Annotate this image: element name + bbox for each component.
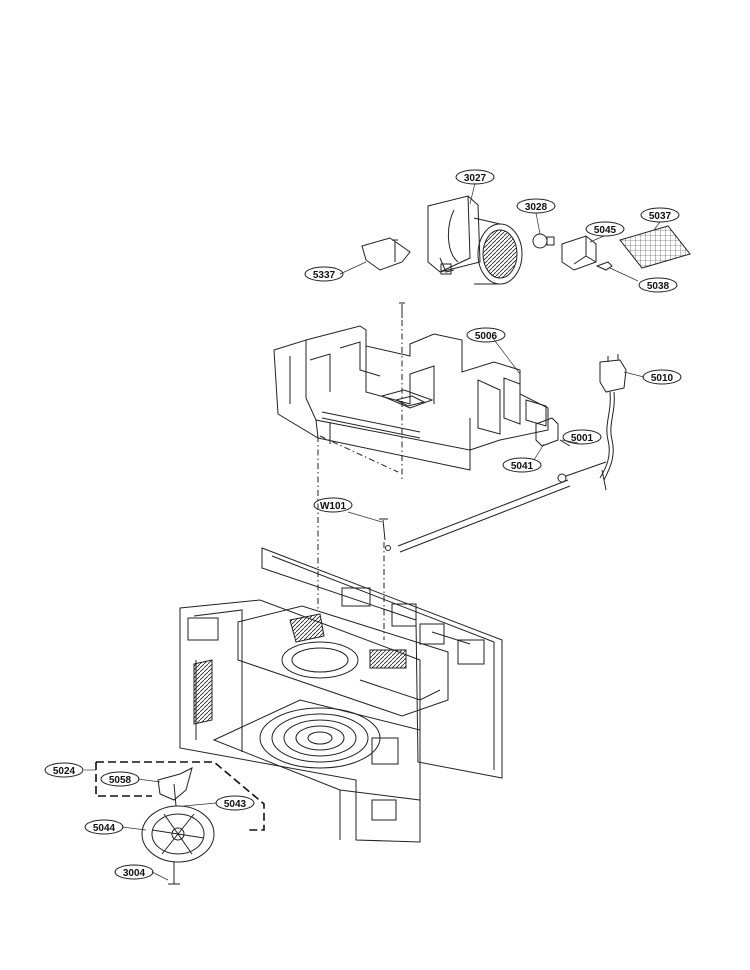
- part-label-5044: 5044: [84, 819, 124, 835]
- alignment-lines: [317, 320, 403, 640]
- part-label-5001: 5001: [562, 429, 602, 445]
- part-label-W101: W101: [313, 497, 353, 513]
- part-number: 5037: [649, 211, 672, 222]
- part-number: 5043: [224, 799, 247, 810]
- part-label-5043: 5043: [215, 795, 255, 811]
- part-label-5041: 5041: [502, 457, 542, 473]
- filter-drawing: [619, 225, 691, 269]
- part-number: 5045: [594, 225, 617, 236]
- stirrer-assembly-group: [95, 761, 265, 885]
- part-label-3028: 3028: [516, 198, 556, 214]
- part-number: 5010: [651, 373, 674, 384]
- chassis-drawing: [179, 547, 503, 843]
- part-label-5010: 5010: [642, 369, 682, 385]
- plate-drawing: [361, 237, 411, 318]
- part-number: 5041: [511, 461, 534, 472]
- part-number: 3004: [123, 868, 146, 879]
- part-number: 5024: [53, 766, 76, 777]
- part-number: 5058: [109, 775, 132, 786]
- switch-drawing: [535, 417, 571, 447]
- part-label-5038: 5038: [638, 277, 678, 293]
- blower-motor-drawing: [427, 195, 523, 285]
- part-number: 5038: [647, 281, 670, 292]
- leader-lines: [84, 182, 661, 881]
- part-label-5006: 5006: [466, 327, 506, 343]
- part-number: 3028: [525, 202, 548, 213]
- part-label-5037: 5037: [640, 207, 680, 223]
- part-label-5045: 5045: [585, 221, 625, 237]
- part-number: 5337: [313, 270, 336, 281]
- part-label-5337: 5337: [304, 266, 344, 282]
- part-number: 5006: [475, 331, 498, 342]
- part-number: 3027: [464, 173, 487, 184]
- part-number: 5044: [93, 823, 116, 834]
- part-label-3004: 3004: [114, 864, 154, 880]
- screw-drawing: [379, 518, 391, 551]
- bracket-assembly-drawing: [273, 325, 549, 471]
- part-label-5058: 5058: [100, 771, 140, 787]
- lamp-socket-drawing: [561, 235, 613, 271]
- part-label-3027: 3027: [455, 169, 495, 185]
- power-cord-drawing: [397, 354, 627, 553]
- part-number: 5001: [571, 433, 594, 444]
- lamp-drawing: [532, 233, 555, 249]
- part-label-5024: 5024: [44, 762, 84, 778]
- part-number: W101: [320, 501, 347, 512]
